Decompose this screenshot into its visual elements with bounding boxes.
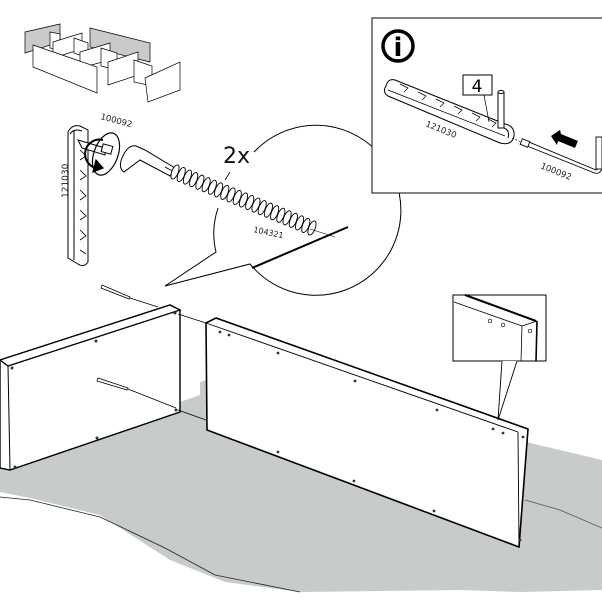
- guide-line-top: [177, 313, 207, 324]
- screw-tip-guide: [309, 228, 336, 238]
- small-screw-middle: [96, 377, 177, 409]
- slot-leader: [483, 94, 490, 123]
- guide-line-bottom: [177, 409, 207, 421]
- rail-label: 121030: [61, 163, 71, 198]
- slot-number: 4: [472, 77, 483, 97]
- floor-edge: [0, 496, 301, 593]
- screw-thread-coil: [307, 220, 317, 236]
- left-side-panel: [0, 304, 182, 471]
- info-rail: [383, 79, 515, 145]
- hex-key-100092: [77, 139, 114, 156]
- screw-thread: [170, 164, 317, 236]
- panel-end-detail-callout: [452, 294, 547, 421]
- screw-label: 104321: [253, 225, 285, 240]
- insert-arrow-icon: [551, 130, 578, 148]
- small-screw-top: [100, 284, 159, 308]
- front-long-panel: [205, 317, 529, 549]
- info-hex-key: [511, 136, 602, 174]
- hex-key-label: 100092: [99, 112, 133, 130]
- floor-edge-right: [524, 499, 602, 529]
- info-icon: i: [381, 29, 415, 63]
- info-panel: i 4 121030 100092: [371, 17, 602, 194]
- overview-icon: [24, 23, 181, 103]
- info-icon-glyph: i: [394, 33, 403, 63]
- rail-121030: [67, 125, 89, 267]
- screw-104321: [119, 145, 181, 177]
- quantity-leader: [224, 171, 231, 181]
- slot-number-box: [462, 74, 493, 96]
- rotate-arrow-icon: [84, 132, 121, 176]
- magnifier-callout: [164, 124, 402, 296]
- quantity-label: 2x: [223, 144, 250, 169]
